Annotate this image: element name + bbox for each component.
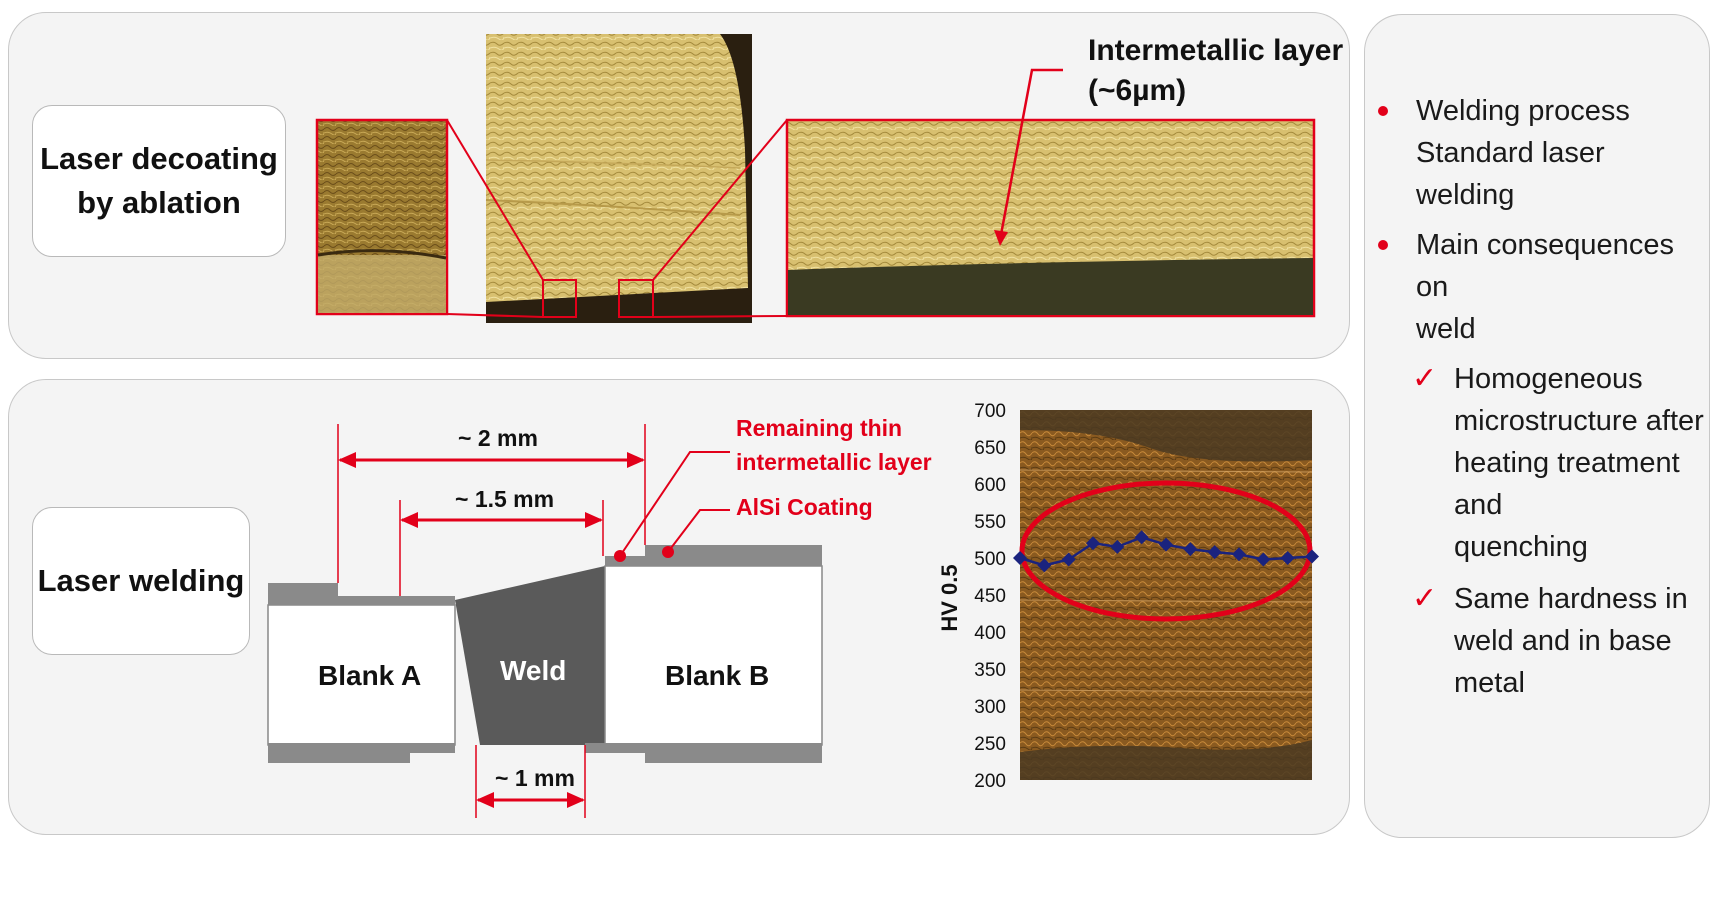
hardness-point: [1305, 549, 1319, 564]
hardness-highlight-ellipse: [1019, 480, 1313, 622]
bullet-dot: [1378, 106, 1388, 116]
y-tick-label: 650: [974, 438, 1006, 459]
y-tick-label: 600: [974, 475, 1006, 496]
check-text: metal: [1454, 667, 1525, 699]
y-tick-label: 450: [974, 586, 1006, 607]
y-axis-label: HV 0.5: [937, 564, 962, 631]
zoom-box-left: [542, 279, 577, 318]
welding-label-box: Laser welding: [32, 507, 250, 655]
bullet-welding-process: Welding process Standard laser welding: [1370, 90, 1710, 216]
dim-1-5mm-label: ~ 1.5 mm: [455, 486, 554, 512]
weld-label: Weld: [500, 655, 566, 686]
remaining-label-line1: Remaining thin: [736, 415, 902, 441]
blank-a-coating-top: [268, 583, 338, 605]
checkmark-icon: ✓: [1412, 362, 1438, 395]
hardness-point: [1232, 547, 1246, 562]
check-text: heating treatment and: [1454, 447, 1680, 521]
summary-list: Welding process Standard laser welding M…: [1370, 90, 1710, 714]
cross-section-shape: [486, 34, 748, 302]
y-tick-label: 250: [974, 734, 1006, 755]
hardness-point: [1013, 551, 1027, 565]
y-tick-label: 350: [974, 660, 1006, 681]
intermetallic-label-line2: (~6µm): [1088, 74, 1186, 107]
check-text: Homogeneous: [1454, 363, 1643, 395]
blank-b-coating-top: [605, 556, 822, 566]
alsi-label: AlSi Coating: [736, 494, 873, 520]
blank-a: [267, 604, 456, 746]
intermetallic-label-line1: Intermetallic layer: [1088, 34, 1343, 67]
blank-a-coating-bottom: [268, 743, 455, 753]
check-text: microstructure after: [1454, 405, 1704, 437]
check-homogeneous: ✓ Homogeneous microstructure after heati…: [1370, 358, 1710, 568]
hardness-point: [1086, 536, 1100, 551]
decoating-label-box: Laser decoating by ablation: [32, 105, 286, 257]
decoating-label-line1: Laser decoating: [40, 141, 278, 176]
chart-micrograph: [1020, 410, 1312, 780]
hardness-point: [1256, 552, 1271, 567]
zoom-box-right: [618, 279, 654, 318]
bullet-main-consequences: Main consequences on weld: [1370, 224, 1710, 350]
y-tick-label: 200: [974, 771, 1006, 792]
blank-b-coating-bottom: [585, 743, 822, 753]
hardness-point: [1110, 539, 1125, 554]
hardness-point: [1134, 530, 1149, 545]
weld-zone: [455, 566, 605, 745]
bullet-text: Standard laser welding: [1416, 137, 1605, 211]
hardness-point: [1037, 558, 1052, 573]
bullet-text: Welding process: [1416, 95, 1630, 127]
y-tick-label: 500: [974, 549, 1006, 570]
check-text: weld and in base: [1454, 625, 1672, 657]
intermetallic-pointer: [998, 68, 1063, 241]
remaining-label-line2: intermetallic layer: [736, 449, 932, 475]
bullet-text: weld: [1416, 313, 1476, 345]
hardness-point: [1159, 537, 1173, 552]
hardness-point: [1061, 552, 1076, 567]
hardness-point: [1183, 542, 1198, 557]
dim-2mm-label: ~ 2 mm: [458, 425, 538, 451]
summary-panel: [1364, 14, 1710, 838]
y-tick-label: 700: [974, 401, 1006, 422]
y-tick-label: 300: [974, 697, 1006, 718]
blank-a-label: Blank A: [318, 660, 421, 691]
hardness-point: [1207, 545, 1222, 560]
bullet-text: Main consequences on: [1416, 229, 1674, 303]
bullet-dot: [1378, 240, 1388, 250]
decoating-label-line2: by ablation: [77, 185, 241, 220]
blank-b-label: Blank B: [665, 660, 769, 691]
check-text: Same hardness in: [1454, 583, 1688, 615]
y-tick-label: 550: [974, 512, 1006, 533]
check-text: quenching: [1454, 531, 1588, 563]
check-same-hardness: ✓ Same hardness in weld and in base meta…: [1370, 578, 1710, 704]
dim-1mm-label: ~ 1 mm: [495, 765, 575, 791]
hardness-point: [1280, 551, 1295, 565]
y-tick-label: 400: [974, 623, 1006, 644]
welding-label: Laser welding: [37, 563, 245, 598]
checkmark-icon: ✓: [1412, 582, 1438, 615]
